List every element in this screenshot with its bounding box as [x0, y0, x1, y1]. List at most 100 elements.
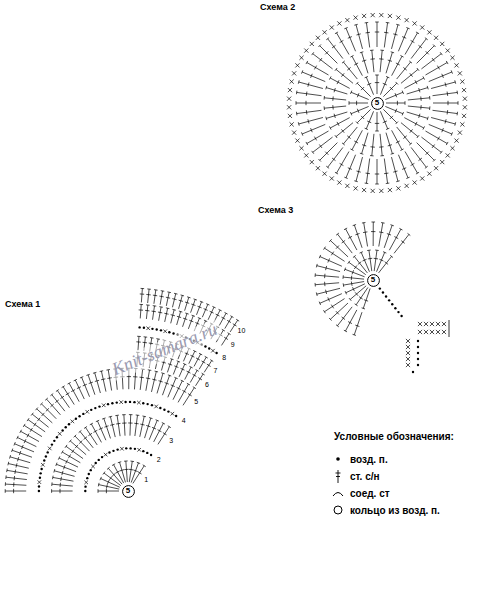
- single-crochet-symbol: [38, 480, 42, 484]
- chain-stitch-symbol: [101, 456, 103, 458]
- double-crochet-symbol: [296, 110, 321, 115]
- double-crochet-symbol: [345, 284, 365, 295]
- single-crochet-symbol: [463, 97, 467, 101]
- single-crochet-symbol: [420, 176, 424, 180]
- ring-circle: [122, 485, 134, 497]
- chain-stitch-symbol: [412, 371, 414, 373]
- double-crochet-symbol: [98, 483, 119, 489]
- double-crochet-symbol: [370, 134, 375, 156]
- chain-stitch-symbol: [39, 472, 41, 474]
- chain-stitch-symbol: [40, 468, 42, 470]
- row-number: 4: [182, 417, 186, 425]
- double-crochet-symbol: [171, 309, 176, 323]
- single-crochet-symbol: [119, 400, 123, 404]
- double-crochet-symbol: [335, 32, 349, 55]
- single-crochet-symbol: [436, 322, 440, 326]
- single-crochet-symbol: [48, 447, 52, 451]
- single-crochet-symbol: [310, 42, 314, 46]
- legend-text: возд. п.: [350, 454, 388, 465]
- double-crochet-symbol: [362, 289, 370, 309]
- double-crochet-symbol: [298, 80, 323, 88]
- double-crochet-symbol: [134, 415, 139, 436]
- chain-stitch-symbol: [112, 450, 114, 452]
- double-crochet-symbol: [61, 450, 80, 462]
- double-crochet-symbol: [375, 112, 379, 131]
- double-crochet-symbol: [408, 96, 430, 101]
- double-crochet-symbol: [386, 101, 405, 105]
- chain-stitch-sample: [336, 457, 340, 461]
- single-crochet-symbol: [299, 146, 303, 150]
- double-crochet-symbol: [421, 137, 442, 154]
- legend-entry: соед. ст: [350, 488, 390, 499]
- double-crochet-symbol: [50, 394, 64, 412]
- double-crochet-symbol: [74, 435, 90, 451]
- double-crochet-symbol: [185, 366, 193, 379]
- single-crochet-symbol: [211, 349, 215, 353]
- double-crochet-symbol: [190, 370, 199, 383]
- double-crochet-symbol: [84, 426, 97, 444]
- single-crochet-symbol: [102, 403, 106, 407]
- double-crochet-symbol: [394, 233, 410, 253]
- chain-stitch-symbol: [116, 448, 118, 450]
- double-crochet-symbol: [353, 224, 362, 247]
- double-crochet-symbol: [40, 403, 56, 419]
- double-crochet-symbol: [79, 430, 94, 447]
- double-crochet-symbol: [7, 469, 28, 474]
- double-crochet-symbol: [411, 38, 428, 59]
- chain-stitch-symbol: [125, 447, 127, 449]
- double-crochet-symbol: [122, 415, 126, 436]
- double-crochet-symbol: [296, 101, 321, 105]
- double-crochet-symbol: [401, 68, 419, 83]
- double-crochet-symbol: [429, 124, 453, 135]
- double-crochet-symbol: [431, 117, 456, 125]
- single-crochet-symbol: [163, 329, 167, 333]
- single-crochet-symbol: [427, 172, 431, 176]
- double-crochet-symbol: [315, 273, 339, 278]
- single-crochet-symbol: [418, 322, 422, 326]
- chain-stitch-symbol: [388, 299, 390, 301]
- double-crochet-symbol: [173, 361, 180, 375]
- leaf-motif: [315, 222, 449, 373]
- chain-stitch-symbol: [82, 413, 84, 415]
- single-crochet-symbol: [287, 97, 291, 101]
- single-crochet-symbol: [85, 410, 89, 414]
- double-crochet-symbol: [384, 22, 389, 47]
- chain-stitch-symbol: [417, 364, 419, 366]
- legend-entry: ст. с/н: [350, 471, 380, 482]
- single-crochet-symbol: [137, 401, 141, 405]
- double-crochet-symbol: [145, 305, 150, 319]
- scheme-title: Схема 2: [260, 3, 295, 13]
- double-crochet-symbol: [158, 307, 163, 321]
- double-crochet-symbol: [407, 112, 429, 120]
- chain-stitch-symbol: [98, 405, 100, 407]
- chain-stitch-symbol: [78, 415, 80, 417]
- row-number: 10: [238, 327, 246, 335]
- double-crochet-symbol: [391, 24, 399, 49]
- double-crochet-symbol: [315, 282, 339, 287]
- double-crochet-symbol: [146, 289, 151, 303]
- chain-stitch-symbol: [175, 415, 177, 417]
- single-crochet-symbol: [405, 18, 409, 22]
- chain-stitch-symbol: [43, 459, 45, 461]
- single-crochet-symbol: [424, 322, 428, 326]
- chain-stitch-symbol: [90, 409, 92, 411]
- chain-stitch-symbol: [94, 407, 96, 409]
- chain-stitch-symbol: [133, 401, 135, 403]
- double-crochet-symbol: [225, 316, 234, 329]
- single-crochet-symbol: [406, 363, 410, 367]
- single-crochet-symbol: [310, 160, 314, 164]
- single-crochet-symbol: [345, 18, 349, 22]
- chain-stitch-symbol: [61, 429, 63, 431]
- double-crochet-symbol: [194, 353, 202, 366]
- single-crochet-symbol: [120, 447, 124, 451]
- double-crochet-symbol: [336, 307, 352, 327]
- chain-stitch-symbol: [38, 490, 40, 492]
- double-crochet-symbol: [179, 363, 186, 377]
- single-crochet-symbol: [460, 122, 464, 126]
- double-crochet-symbol: [404, 76, 424, 88]
- double-crochet-symbol: [324, 96, 346, 101]
- double-crochet-symbol: [405, 151, 419, 174]
- double-crochet-symbol: [17, 436, 37, 447]
- double-crochet-symbol: [360, 252, 370, 272]
- double-crochet-symbol: [93, 372, 100, 393]
